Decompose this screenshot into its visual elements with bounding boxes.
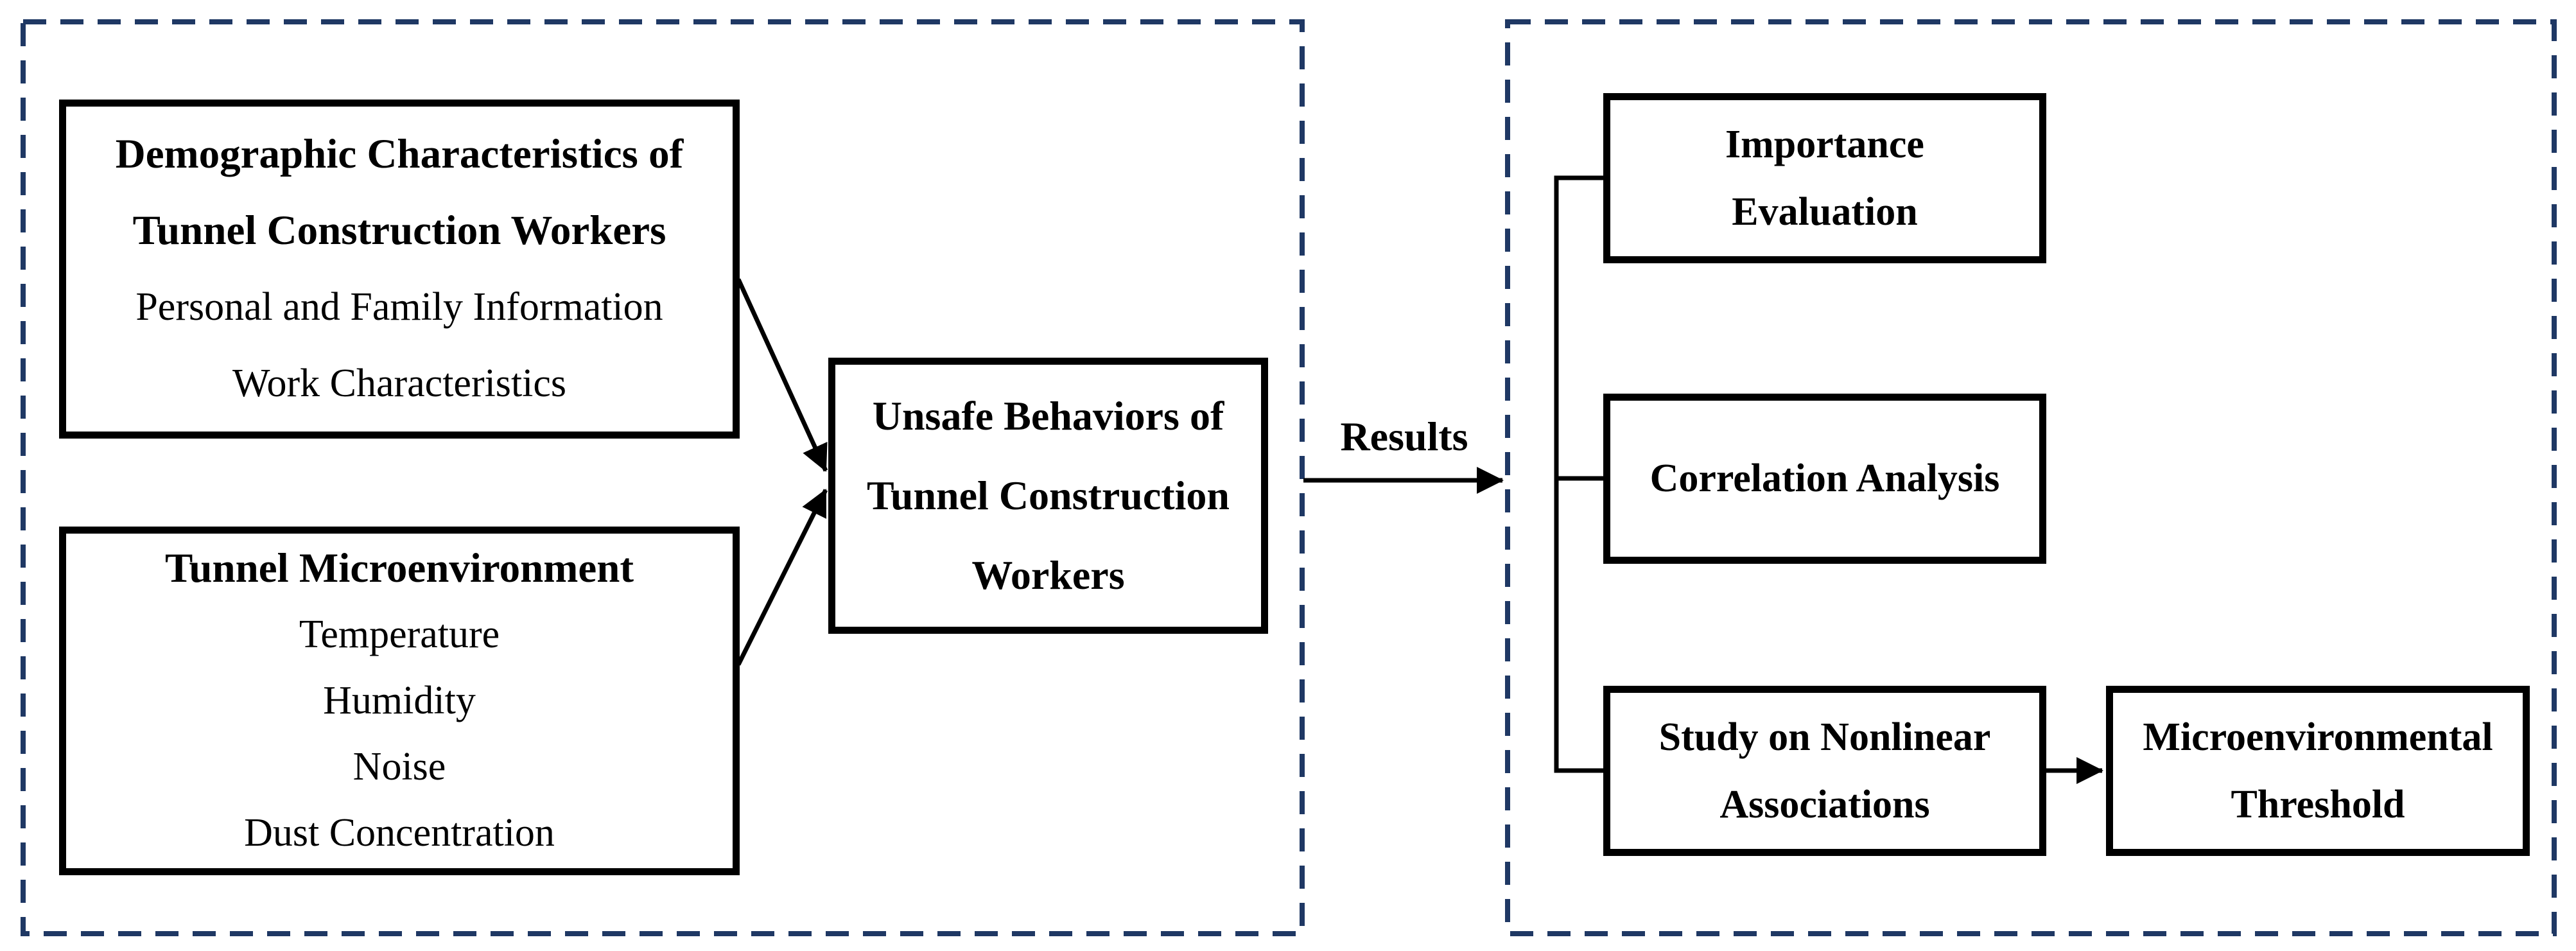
tunnel-microenvironment-box: Tunnel Microenvironment Temperature Humi… — [59, 527, 740, 875]
box-title-line: Microenvironmental — [2143, 715, 2493, 759]
box-item-line: Dust Concentration — [244, 811, 555, 855]
right-dashed-container-border — [1505, 19, 2557, 936]
nonlinear-associations-box: Study on Nonlinear Associations — [1603, 686, 2046, 856]
box-title-line: Correlation Analysis — [1649, 457, 2000, 500]
box-item-line: Noise — [352, 745, 446, 789]
box-item-line: Work Characteristics — [232, 362, 567, 405]
demographic-characteristics-box: Demographic Characteristics of Tunnel Co… — [59, 100, 740, 439]
box-title-line: Tunnel Construction Workers — [132, 207, 666, 254]
microenvironmental-threshold-box: Microenvironmental Threshold — [2106, 686, 2530, 856]
importance-evaluation-box: Importance Evaluation — [1603, 93, 2046, 263]
arrow-microenvironment-to-unsafe — [736, 489, 828, 666]
box-title-line: Associations — [1719, 782, 1930, 826]
left-dashed-container-border — [21, 19, 1305, 936]
box-title-line: Importance — [1725, 122, 1924, 166]
box-title-line: Study on Nonlinear — [1658, 715, 1991, 759]
arrow-demographic-to-unsafe — [736, 278, 828, 472]
box-title-line: Workers — [971, 552, 1125, 598]
correlation-analysis-box: Correlation Analysis — [1603, 394, 2046, 564]
box-title-line: Threshold — [2231, 782, 2405, 826]
box-title-line: Tunnel Construction — [867, 473, 1230, 518]
box-item-line: Personal and Family Information — [135, 285, 663, 329]
box-item-line: Temperature — [299, 613, 500, 656]
box-title-line: Tunnel Microenvironment — [164, 545, 634, 591]
results-arrow-label: Results — [1340, 414, 1468, 459]
box-title-line: Evaluation — [1732, 189, 1918, 234]
box-item-line: Humidity — [323, 679, 476, 722]
unsafe-behaviors-box: Unsafe Behaviors of Tunnel Construction … — [828, 358, 1268, 634]
box-title-line: Demographic Characteristics of — [115, 131, 684, 177]
box-title-line: Unsafe Behaviors of — [872, 393, 1224, 439]
bracket-spine — [1554, 175, 1605, 773]
